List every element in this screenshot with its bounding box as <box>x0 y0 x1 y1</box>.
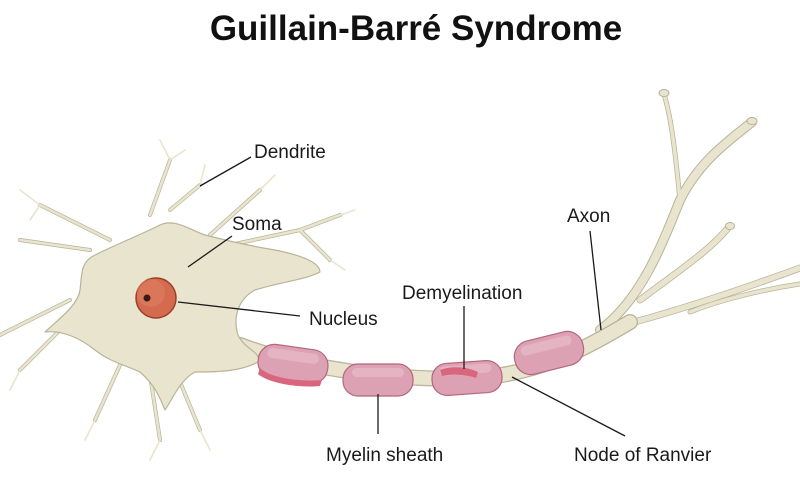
label-dendrite: Dendrite <box>254 142 326 163</box>
label-demyelination: Demyelination <box>402 283 522 304</box>
dendrite-leader <box>199 156 252 187</box>
labels: Dendrite Soma Nucleus Axon Demyelination… <box>232 142 712 466</box>
label-axon: Axon <box>567 206 610 227</box>
axon-leader <box>589 230 602 331</box>
soma-leader <box>187 235 233 268</box>
node-of-ranvier-leader <box>511 376 626 437</box>
axon-terminal-bulb <box>746 117 758 125</box>
nucleus-leader <box>177 301 301 317</box>
demyelination-damage <box>258 368 322 387</box>
neuron <box>0 89 800 461</box>
nucleus-highlight <box>137 279 165 307</box>
nucleolus <box>143 294 151 302</box>
label-node-of-ranvier: Node of Ranvier <box>574 445 712 466</box>
axon-terminals <box>595 89 800 335</box>
leader-lines <box>177 156 626 437</box>
label-soma: Soma <box>232 214 282 235</box>
label-myelin-sheath: Myelin sheath <box>326 445 443 466</box>
axon-terminal-bulb <box>725 222 735 230</box>
myelin-sheaths <box>257 330 585 397</box>
diagram-title: Guillain-Barré Syndrome <box>210 9 622 48</box>
demyelination-damage <box>440 367 478 378</box>
axon-terminal-bulb <box>658 89 670 97</box>
label-nucleus: Nucleus <box>309 309 378 330</box>
dendrites <box>0 139 356 461</box>
